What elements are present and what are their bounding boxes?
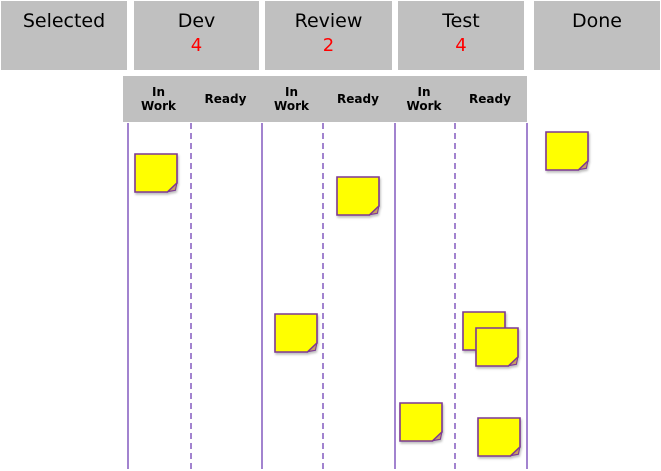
lane-header-review-ready: Ready (337, 92, 379, 106)
column-count: 4 (455, 35, 467, 56)
column-header-done: Done (534, 1, 660, 70)
column-header-review: Review 2 (265, 1, 392, 70)
column-count: 2 (322, 35, 335, 56)
lane-border-line (526, 123, 528, 469)
lane-divider-line (322, 123, 324, 469)
sticky-note[interactable] (477, 417, 521, 457)
lane-border-line (127, 123, 129, 469)
lane-header-bar (123, 76, 527, 122)
sticky-note[interactable] (336, 176, 380, 216)
lane-header-dev-in-work: In Work (141, 85, 176, 113)
lane-border-line (394, 123, 396, 469)
sticky-note[interactable] (475, 327, 519, 367)
column-count: 4 (190, 35, 203, 56)
sticky-note[interactable] (134, 153, 178, 193)
lane-header-test-ready: Ready (469, 92, 511, 106)
column-header-dev: Dev 4 (134, 1, 259, 70)
sticky-note[interactable] (545, 131, 589, 171)
lane-divider-line (454, 123, 456, 469)
lane-border-line (261, 123, 263, 469)
lane-header-dev-ready: Ready (204, 92, 247, 106)
column-header-selected: Selected (1, 1, 127, 70)
lane-header-review-in-work: In Work (274, 85, 309, 113)
sticky-note[interactable] (399, 402, 443, 442)
sticky-note[interactable] (274, 313, 318, 353)
column-label: Selected (22, 10, 106, 32)
column-label: Dev (177, 10, 216, 32)
column-label: Done (572, 10, 622, 32)
column-label: Review (294, 10, 363, 32)
column-label: Test (442, 10, 480, 32)
lane-header-test-in-work: In Work (406, 85, 442, 113)
column-header-test: Test 4 (398, 1, 524, 70)
lane-divider-line (190, 123, 192, 469)
